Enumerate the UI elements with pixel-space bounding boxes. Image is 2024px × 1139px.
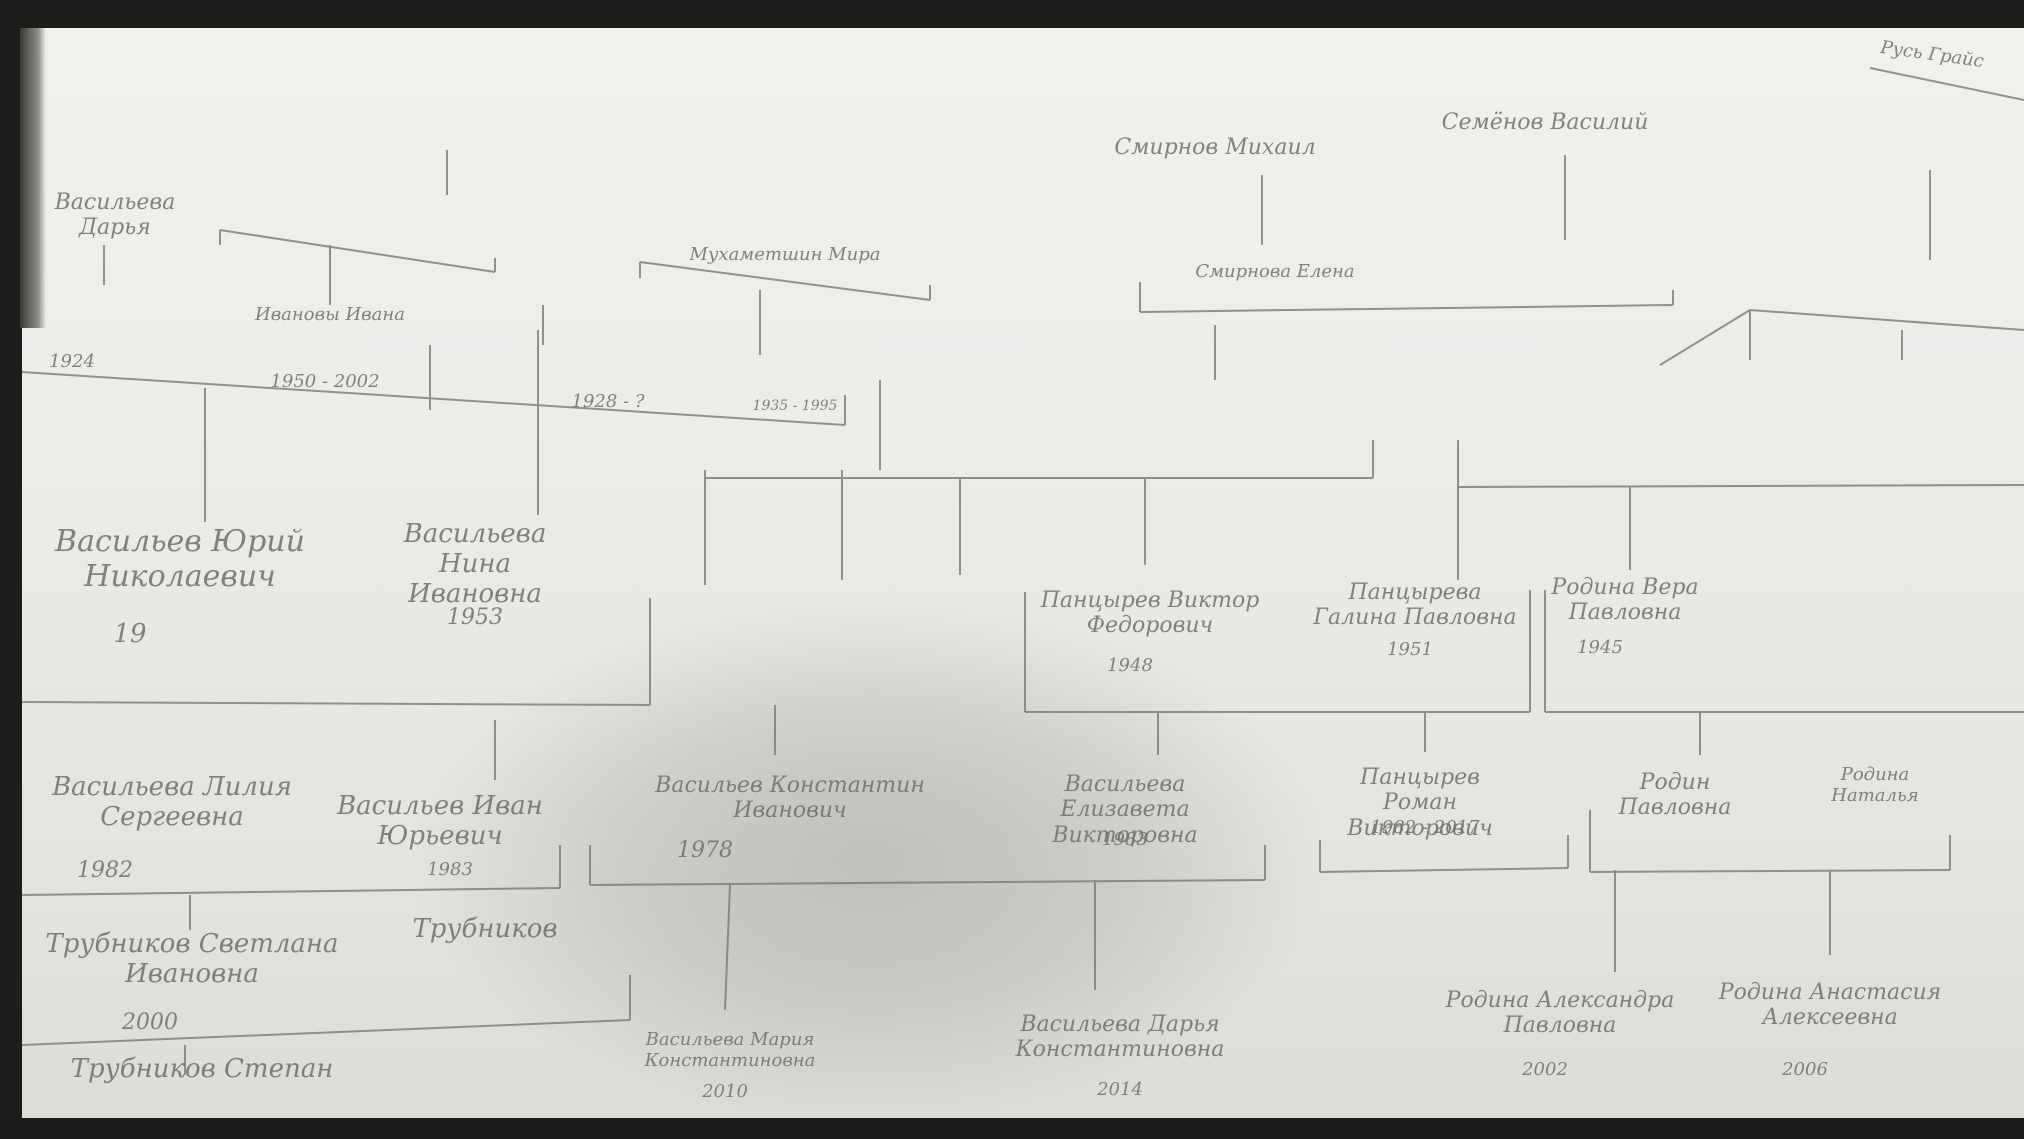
person-year: 2000 — [122, 1010, 178, 1035]
person-name: Васильев Юрий Николаевич — [55, 524, 305, 594]
person-name: Трубников — [412, 914, 558, 944]
person-year: 1982 - 2017 — [1370, 817, 1480, 838]
person-name: Родина Вера Павловна — [1551, 575, 1699, 626]
person-name: Панцырев Виктор Федорович — [1040, 588, 1260, 639]
year-label: 1928 - ? — [571, 391, 645, 412]
person-year: 1948 — [1107, 655, 1153, 676]
person-year: 1983 — [427, 859, 473, 880]
person-year: 1945 — [1577, 637, 1623, 658]
person-year: 2014 — [1097, 1079, 1143, 1100]
ancestor-name: Васильева Дарья — [54, 190, 176, 241]
year-label: 1924 — [49, 351, 95, 372]
year-label: 1935 - 1995 — [752, 398, 838, 414]
person-year: 1951 — [1387, 639, 1433, 660]
ancestor-name: Смирнов Михаил — [1114, 135, 1316, 160]
person-name: Васильева Нина Ивановна — [403, 519, 547, 609]
person-year: 19 — [113, 619, 147, 649]
paper-sheet — [22, 28, 2024, 1139]
paper-left-edge — [20, 28, 46, 328]
person-year: 1983 — [1102, 829, 1148, 850]
person-name: Родина Анастасия Алексеевна — [1718, 980, 1942, 1031]
table-edge — [0, 1118, 2024, 1139]
person-year: 2002 — [1522, 1059, 1568, 1080]
year-label: 1950 - 2002 — [270, 371, 380, 392]
person-name: Васильев Константин Иванович — [655, 773, 925, 824]
ancestor-name: Ивановы Ивана — [255, 304, 405, 325]
person-year: 1978 — [677, 838, 733, 863]
person-name: Родина Александра Павловна — [1445, 988, 1675, 1039]
person-name: Трубников Степан — [70, 1054, 334, 1084]
ancestor-name: Семёнов Василий — [1441, 110, 1649, 135]
person-name: Васильева Лилия Сергеевна — [52, 772, 292, 832]
person-name: Васильева Мария Константиновна — [644, 1029, 816, 1071]
person-name: Панцырева Галина Павловна — [1313, 580, 1517, 631]
person-year: 2010 — [702, 1081, 748, 1102]
person-name: Васильева Елизавета Викторовна — [1052, 772, 1198, 848]
person-year: 1982 — [77, 858, 133, 883]
person-name: Родина Наталья — [1831, 764, 1919, 806]
person-name: Васильев Иван Юрьевич — [337, 791, 543, 851]
corner-line — [1869, 67, 2024, 101]
person-name: Панцырев Роман Викторович — [1347, 765, 1493, 841]
person-name: Васильева Дарья Константиновна — [1015, 1012, 1225, 1063]
person-name: Трубников Светлана Ивановна — [45, 929, 339, 989]
ancestor-name: Мухаметшин Мира — [689, 244, 881, 265]
person-year: 1953 — [447, 605, 503, 630]
person-year: 2006 — [1782, 1059, 1828, 1080]
ancestor-name: Смирнова Елена — [1195, 261, 1355, 282]
person-name: Родин Павловна — [1618, 770, 1732, 821]
